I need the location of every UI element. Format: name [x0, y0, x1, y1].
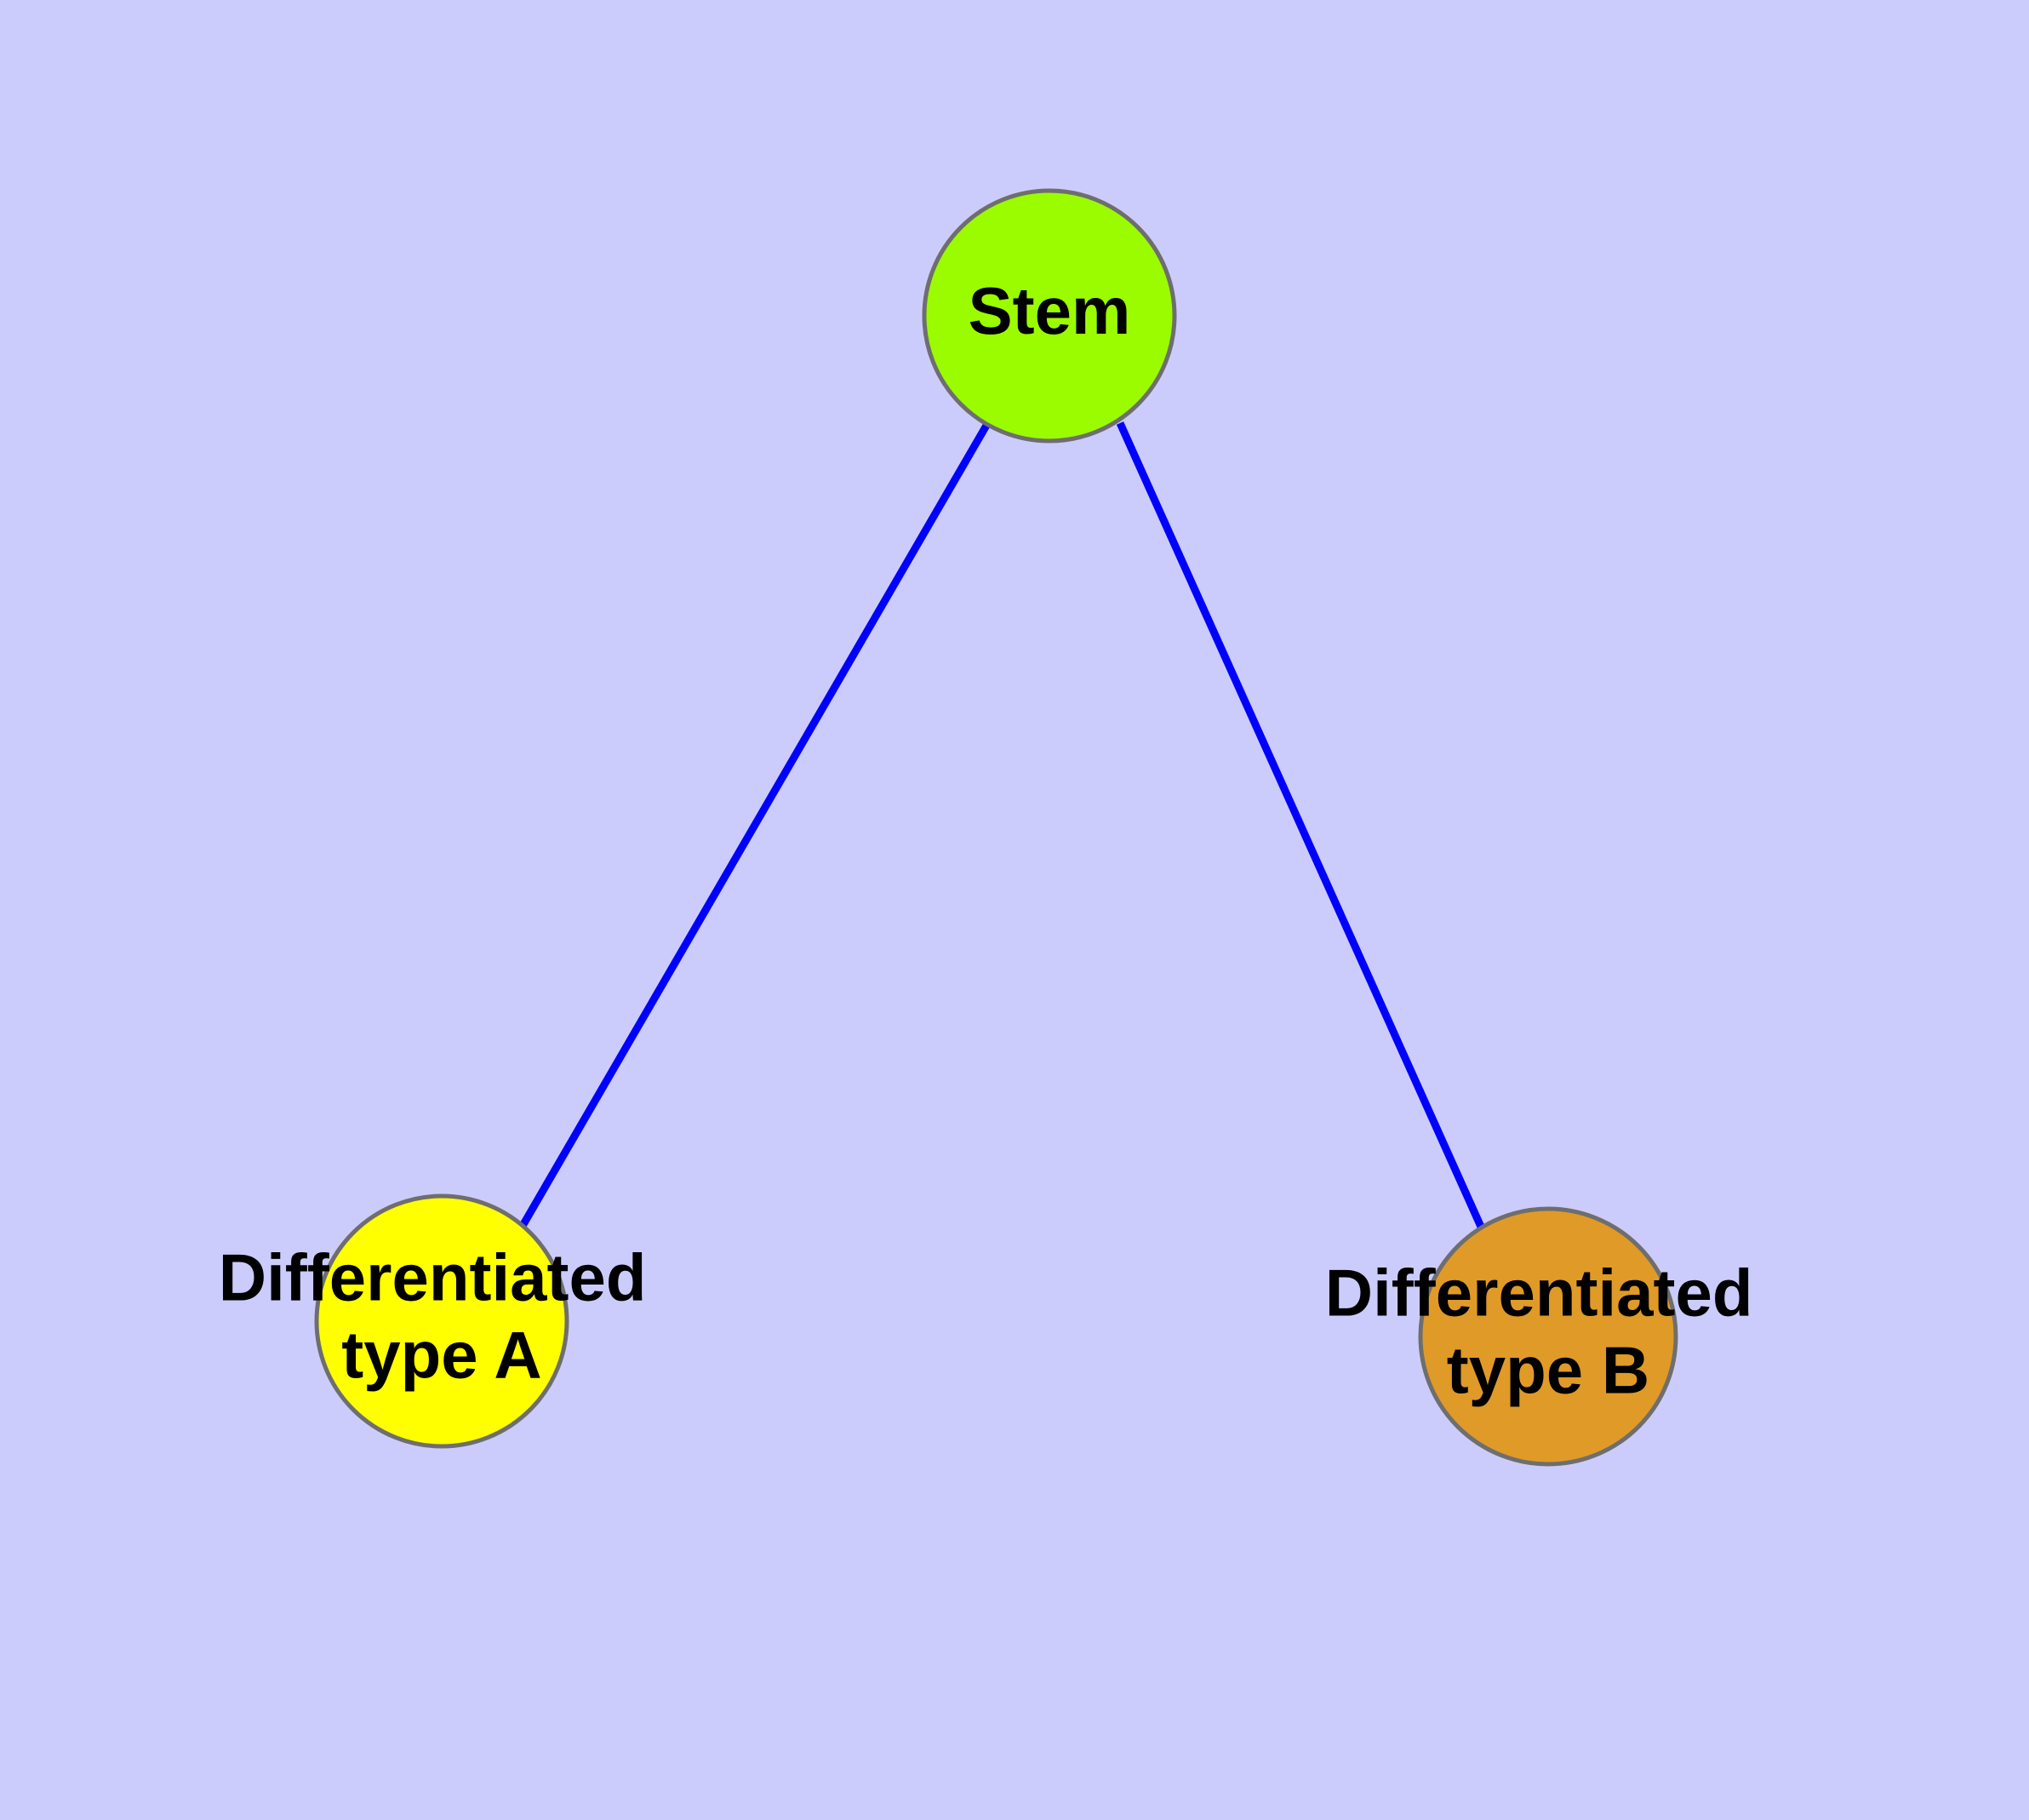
node-layer: Stem Differentiated type A Differentiate…: [219, 188, 1771, 1467]
node-diff-a[interactable]: Differentiated type A: [219, 1193, 665, 1449]
node-diff-b-circle[interactable]: [1418, 1206, 1678, 1467]
node-stem-label: Stem: [969, 273, 1131, 348]
node-diff-a-circle[interactable]: [314, 1193, 569, 1449]
node-stem-circle[interactable]: [922, 188, 1177, 444]
node-diff-b-label-line-1: Differentiated: [1325, 1255, 1753, 1330]
node-diff-b-label: Differentiated type B: [1325, 1255, 1771, 1407]
node-diff-a-label: Differentiated type A: [219, 1239, 665, 1392]
node-stem-label-line-1: Stem: [969, 273, 1131, 348]
node-diff-a-label-line-1: Differentiated: [219, 1239, 647, 1314]
edge-stem-to-diff-b[interactable]: [1116, 421, 1485, 1228]
node-diff-a-label-line-2: type A: [341, 1317, 542, 1392]
node-diff-b[interactable]: Differentiated type B: [1325, 1206, 1771, 1467]
node-stem[interactable]: Stem: [922, 188, 1177, 444]
node-diff-b-label-line-2: type B: [1447, 1332, 1649, 1407]
edge-stem-to-diff-a[interactable]: [519, 421, 991, 1228]
edge-layer: [519, 421, 1485, 1228]
